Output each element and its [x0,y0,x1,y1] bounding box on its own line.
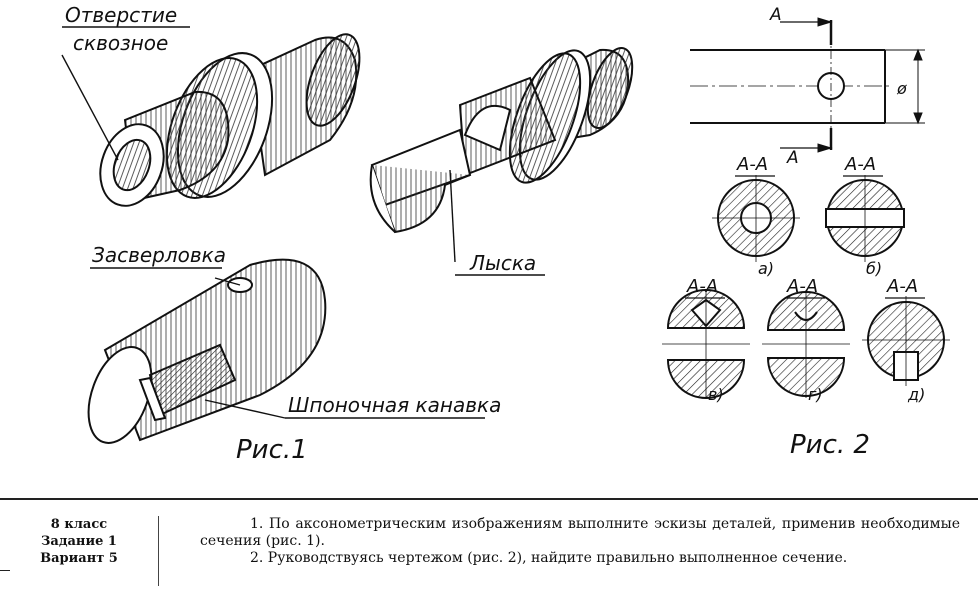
section-g [762,290,850,398]
section-mark-top: А [769,5,782,25]
section-letter-v: в) [708,385,724,404]
task-item-2: 2. Руководствуясь чертежом (рис. 2), най… [250,550,848,566]
section-letter-d: д) [907,385,925,404]
section-v [662,289,750,399]
label-hole-2: сквозное [73,31,168,55]
label-hole: Отверстие [65,3,177,27]
margin-mark [0,570,10,571]
section-letter-b: б) [866,259,882,278]
section-title-d: А-А [886,276,918,297]
fig2-main-view [690,17,925,153]
part-bushing [61,33,361,207]
section-b [825,175,905,262]
grade-label: 8 класс [50,517,108,532]
label-flat: Лыска [469,251,536,275]
part-shaft-flat [369,47,634,263]
fig2-caption: Рис. 2 [790,430,870,460]
part-shaft-keyway [87,258,327,444]
task-footer: 8 класс Задание 1 Вариант 5 1. По аксоно… [0,498,978,590]
section-d [862,296,950,386]
section-a [712,175,800,262]
section-mark-bottom: А [786,148,799,168]
section-letter-g: г) [808,385,823,404]
section-title-a: А-А [736,154,768,175]
section-titles: А-А А-А А-А А-А А-А [685,154,925,299]
technical-drawing: Отверстие сквозное Лыска Засверловка Шпо… [61,3,950,465]
task-meta: 8 класс Задание 1 Вариант 5 [0,516,159,586]
task-item-1: 1. По аксонометрическим изображениям вып… [200,516,960,549]
section-title-b: А-А [844,154,876,175]
section-title-v: А-А [686,276,718,297]
label-drill: Засверловка [92,243,226,267]
label-keyway: Шпоночная канавка [288,393,501,417]
section-letters: а) б) в) г) д) [708,259,925,404]
variant-label: Вариант 5 [40,551,118,566]
section-title-g: А-А [786,276,818,297]
task-label: Задание 1 [41,534,117,549]
diameter-mark: ø [896,79,907,98]
fig1-caption: Рис.1 [236,435,308,465]
section-letter-a: а) [758,259,774,278]
task-list: 1. По аксонометрическим изображениям вып… [200,516,960,567]
